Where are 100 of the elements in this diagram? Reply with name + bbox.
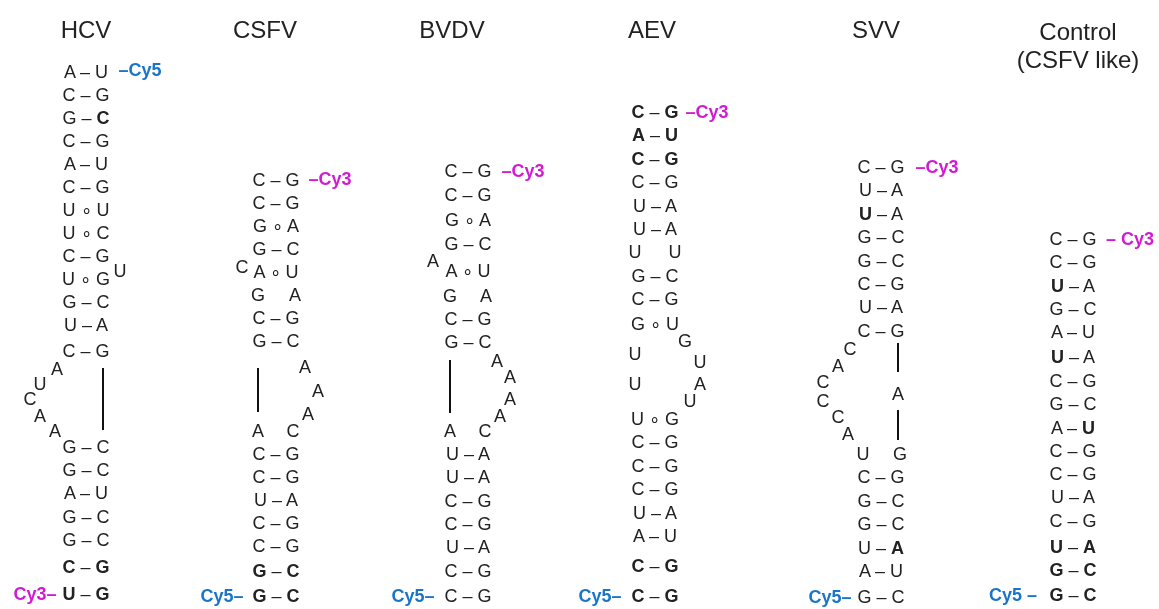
base-pair: G – C xyxy=(1049,561,1097,581)
base-pair: C – G xyxy=(631,480,679,500)
base-pair: G – C xyxy=(444,235,492,255)
base-pair: G – C xyxy=(631,267,679,287)
base-pair: U ∘ G xyxy=(62,270,110,290)
base-pair: U – A xyxy=(633,504,677,524)
nucleotide: A xyxy=(504,390,516,410)
base-pair: C – G xyxy=(631,290,679,310)
base-pair: G – C xyxy=(62,109,110,129)
base-pair: C – G xyxy=(857,275,905,295)
dye-label: –Cy3 xyxy=(915,158,959,178)
nucleotide: C xyxy=(478,422,492,442)
dye-label: –Cy5 xyxy=(118,61,162,81)
base-pair: C – G xyxy=(252,537,300,557)
base-pair: G – C xyxy=(444,333,492,353)
nucleotide: U xyxy=(628,345,642,365)
nucleotide: C xyxy=(235,258,249,278)
nucleotide: A xyxy=(312,382,324,402)
nucleotide: U xyxy=(693,353,707,373)
nucleotide: U xyxy=(856,445,870,465)
nucleotide: A xyxy=(444,422,456,442)
base-pair: U – A xyxy=(64,316,108,336)
base-pair: U – A xyxy=(859,181,903,201)
column-heading: CSFV xyxy=(233,16,297,44)
base-pair: U – A xyxy=(446,445,490,465)
nucleotide: A xyxy=(51,360,63,380)
base-pair: U – A xyxy=(1051,277,1095,297)
base-pair: C – G xyxy=(444,492,492,512)
base-pair: C – G xyxy=(444,162,492,182)
base-pair: C – G xyxy=(857,322,905,342)
nucleotide: G xyxy=(251,286,265,306)
base-pair: C – G xyxy=(252,445,300,465)
base-pair: C – G xyxy=(252,309,300,329)
nucleotide: U xyxy=(628,243,642,263)
base-pair: U – A xyxy=(1050,538,1096,558)
base-pair: U – A xyxy=(446,468,490,488)
base-pair: G ∘ A xyxy=(445,211,491,231)
dye-label: – Cy3 xyxy=(1106,230,1154,250)
base-pair: U – A xyxy=(1051,348,1095,368)
nucleotide: U xyxy=(668,243,682,263)
nucleotide: C xyxy=(23,390,37,410)
base-pair: G – C xyxy=(252,332,300,352)
base-pair: C – G xyxy=(252,171,300,191)
column-heading: BVDV xyxy=(419,16,485,44)
base-pair: U – A xyxy=(446,538,490,558)
base-pair: C – G xyxy=(444,562,492,582)
base-pair: C – G xyxy=(444,186,492,206)
dye-label: Cy5 – xyxy=(989,586,1037,606)
nucleotide: U xyxy=(113,262,127,282)
nucleotide: C xyxy=(816,392,830,412)
nucleotide: A xyxy=(302,405,314,425)
base-pair: C – G xyxy=(857,468,905,488)
base-pair: U – A xyxy=(633,220,677,240)
base-pair: C – G xyxy=(1049,253,1097,273)
base-pair: G – C xyxy=(1049,586,1097,606)
base-pair: C – G xyxy=(62,178,110,198)
base-pair: C – G xyxy=(631,103,679,123)
base-pair: C – G xyxy=(252,468,300,488)
nucleotide: C xyxy=(286,422,300,442)
nucleotide: A xyxy=(494,407,506,427)
dye-label: Cy5– xyxy=(200,587,244,607)
base-pair: C – G xyxy=(631,587,679,607)
base-pair: A – U xyxy=(1051,323,1095,343)
nucleotide: A xyxy=(427,252,439,272)
base-pair: C – G xyxy=(62,247,110,267)
nucleotide: A xyxy=(289,286,301,306)
base-pair: G – C xyxy=(1049,300,1097,320)
base-pair: G – C xyxy=(62,293,110,313)
nucleotide: A xyxy=(491,352,503,372)
nucleotide: C xyxy=(831,408,845,428)
nucleotide: U xyxy=(628,375,642,395)
base-pair: A – U xyxy=(632,126,678,146)
nucleotide: A xyxy=(299,358,311,378)
base-pair: U – A xyxy=(254,491,298,511)
base-pair: G – C xyxy=(857,588,905,608)
base-pair: C – G xyxy=(62,342,110,362)
base-pair: A – U xyxy=(64,484,108,504)
nucleotide: A xyxy=(842,425,854,445)
base-pair: G ∘ A xyxy=(253,217,299,237)
base-pair: C – G xyxy=(857,158,905,178)
nucleotide: A xyxy=(480,287,492,307)
column-heading: SVV xyxy=(852,16,900,44)
nucleotide: A xyxy=(504,368,516,388)
base-pair: U ∘ C xyxy=(62,224,110,244)
base-pair: G – C xyxy=(252,240,300,260)
nucleotide: G xyxy=(893,445,907,465)
base-pair: A – U xyxy=(64,63,108,83)
base-pair: U – A xyxy=(633,197,677,217)
base-pair: A – U xyxy=(1051,419,1095,439)
nucleotide: C xyxy=(816,373,830,393)
base-pair: C – G xyxy=(631,173,679,193)
base-pair: A ∘ U xyxy=(253,263,299,283)
base-pair: G – C xyxy=(857,252,905,272)
column-heading: HCV xyxy=(60,16,112,44)
base-pair: C – G xyxy=(1049,465,1097,485)
base-pair: U – A xyxy=(858,539,904,559)
base-pair: G – C xyxy=(1049,395,1097,415)
base-pair: C – G xyxy=(444,587,492,607)
base-pair: A – U xyxy=(64,155,108,175)
base-pair: C – G xyxy=(62,86,110,106)
